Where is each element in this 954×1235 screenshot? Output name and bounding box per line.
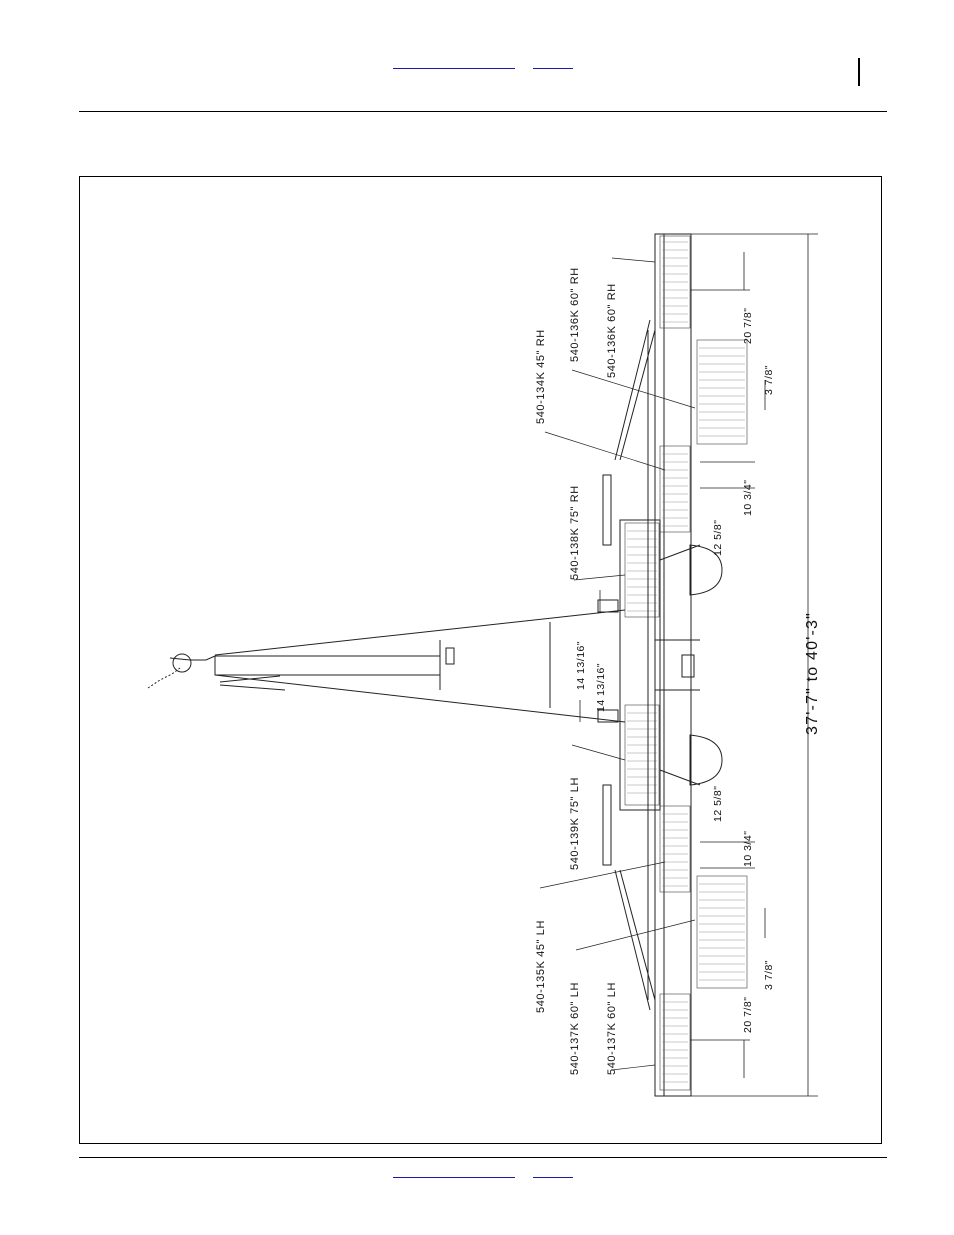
- label-540-134K-rh: 540-134K 45" RH: [535, 329, 547, 424]
- dim-12-5-8-left: 12 5/8": [712, 786, 724, 822]
- label-540-139K-lh: 540-139K 75" LH: [569, 777, 581, 870]
- center-section: [598, 600, 700, 722]
- dim-14-13-16-b: 14 13/16": [595, 663, 607, 712]
- lift-cylinder-left: [603, 785, 611, 865]
- label-540-138K-rh: 540-138K 75" RH: [569, 485, 581, 580]
- dim-14-13-16-a: 14 13/16": [575, 641, 587, 690]
- label-540-135K-lh: 540-135K 45" LH: [535, 920, 547, 1013]
- label-540-136K-rh-inner: 540-136K 60" RH: [606, 283, 618, 378]
- dim-10-3-4-right: 10 3/4": [742, 480, 754, 516]
- dim-20-7-8-left: 20 7/8": [742, 997, 754, 1033]
- main-toolbar: [615, 320, 660, 1010]
- hitch-tongue: [148, 610, 625, 722]
- footer-link-2[interactable]: [533, 1177, 573, 1178]
- dim-20-7-8-right: 20 7/8": [742, 308, 754, 344]
- dim-3-7-8-right: 3 7/8": [763, 365, 775, 395]
- footer-link-1[interactable]: [393, 1177, 515, 1178]
- footer-rule: [79, 1157, 887, 1158]
- label-540-137K-lh-inner: 540-137K 60" LH: [606, 982, 618, 1075]
- leader-lines: [540, 258, 695, 1070]
- dim-10-3-4-left: 10 3/4": [742, 831, 754, 867]
- label-540-137K-lh-outer: 540-137K 60" LH: [569, 982, 581, 1075]
- dim-12-5-8-right: 12 5/8": [712, 520, 724, 556]
- lift-cylinder-right: [603, 475, 611, 545]
- label-540-136K-rh-outer: 540-136K 60" RH: [569, 267, 581, 362]
- dim-3-7-8-left: 3 7/8": [763, 960, 775, 990]
- dim-overall-width: 37'-7" to 40'-3": [804, 612, 821, 735]
